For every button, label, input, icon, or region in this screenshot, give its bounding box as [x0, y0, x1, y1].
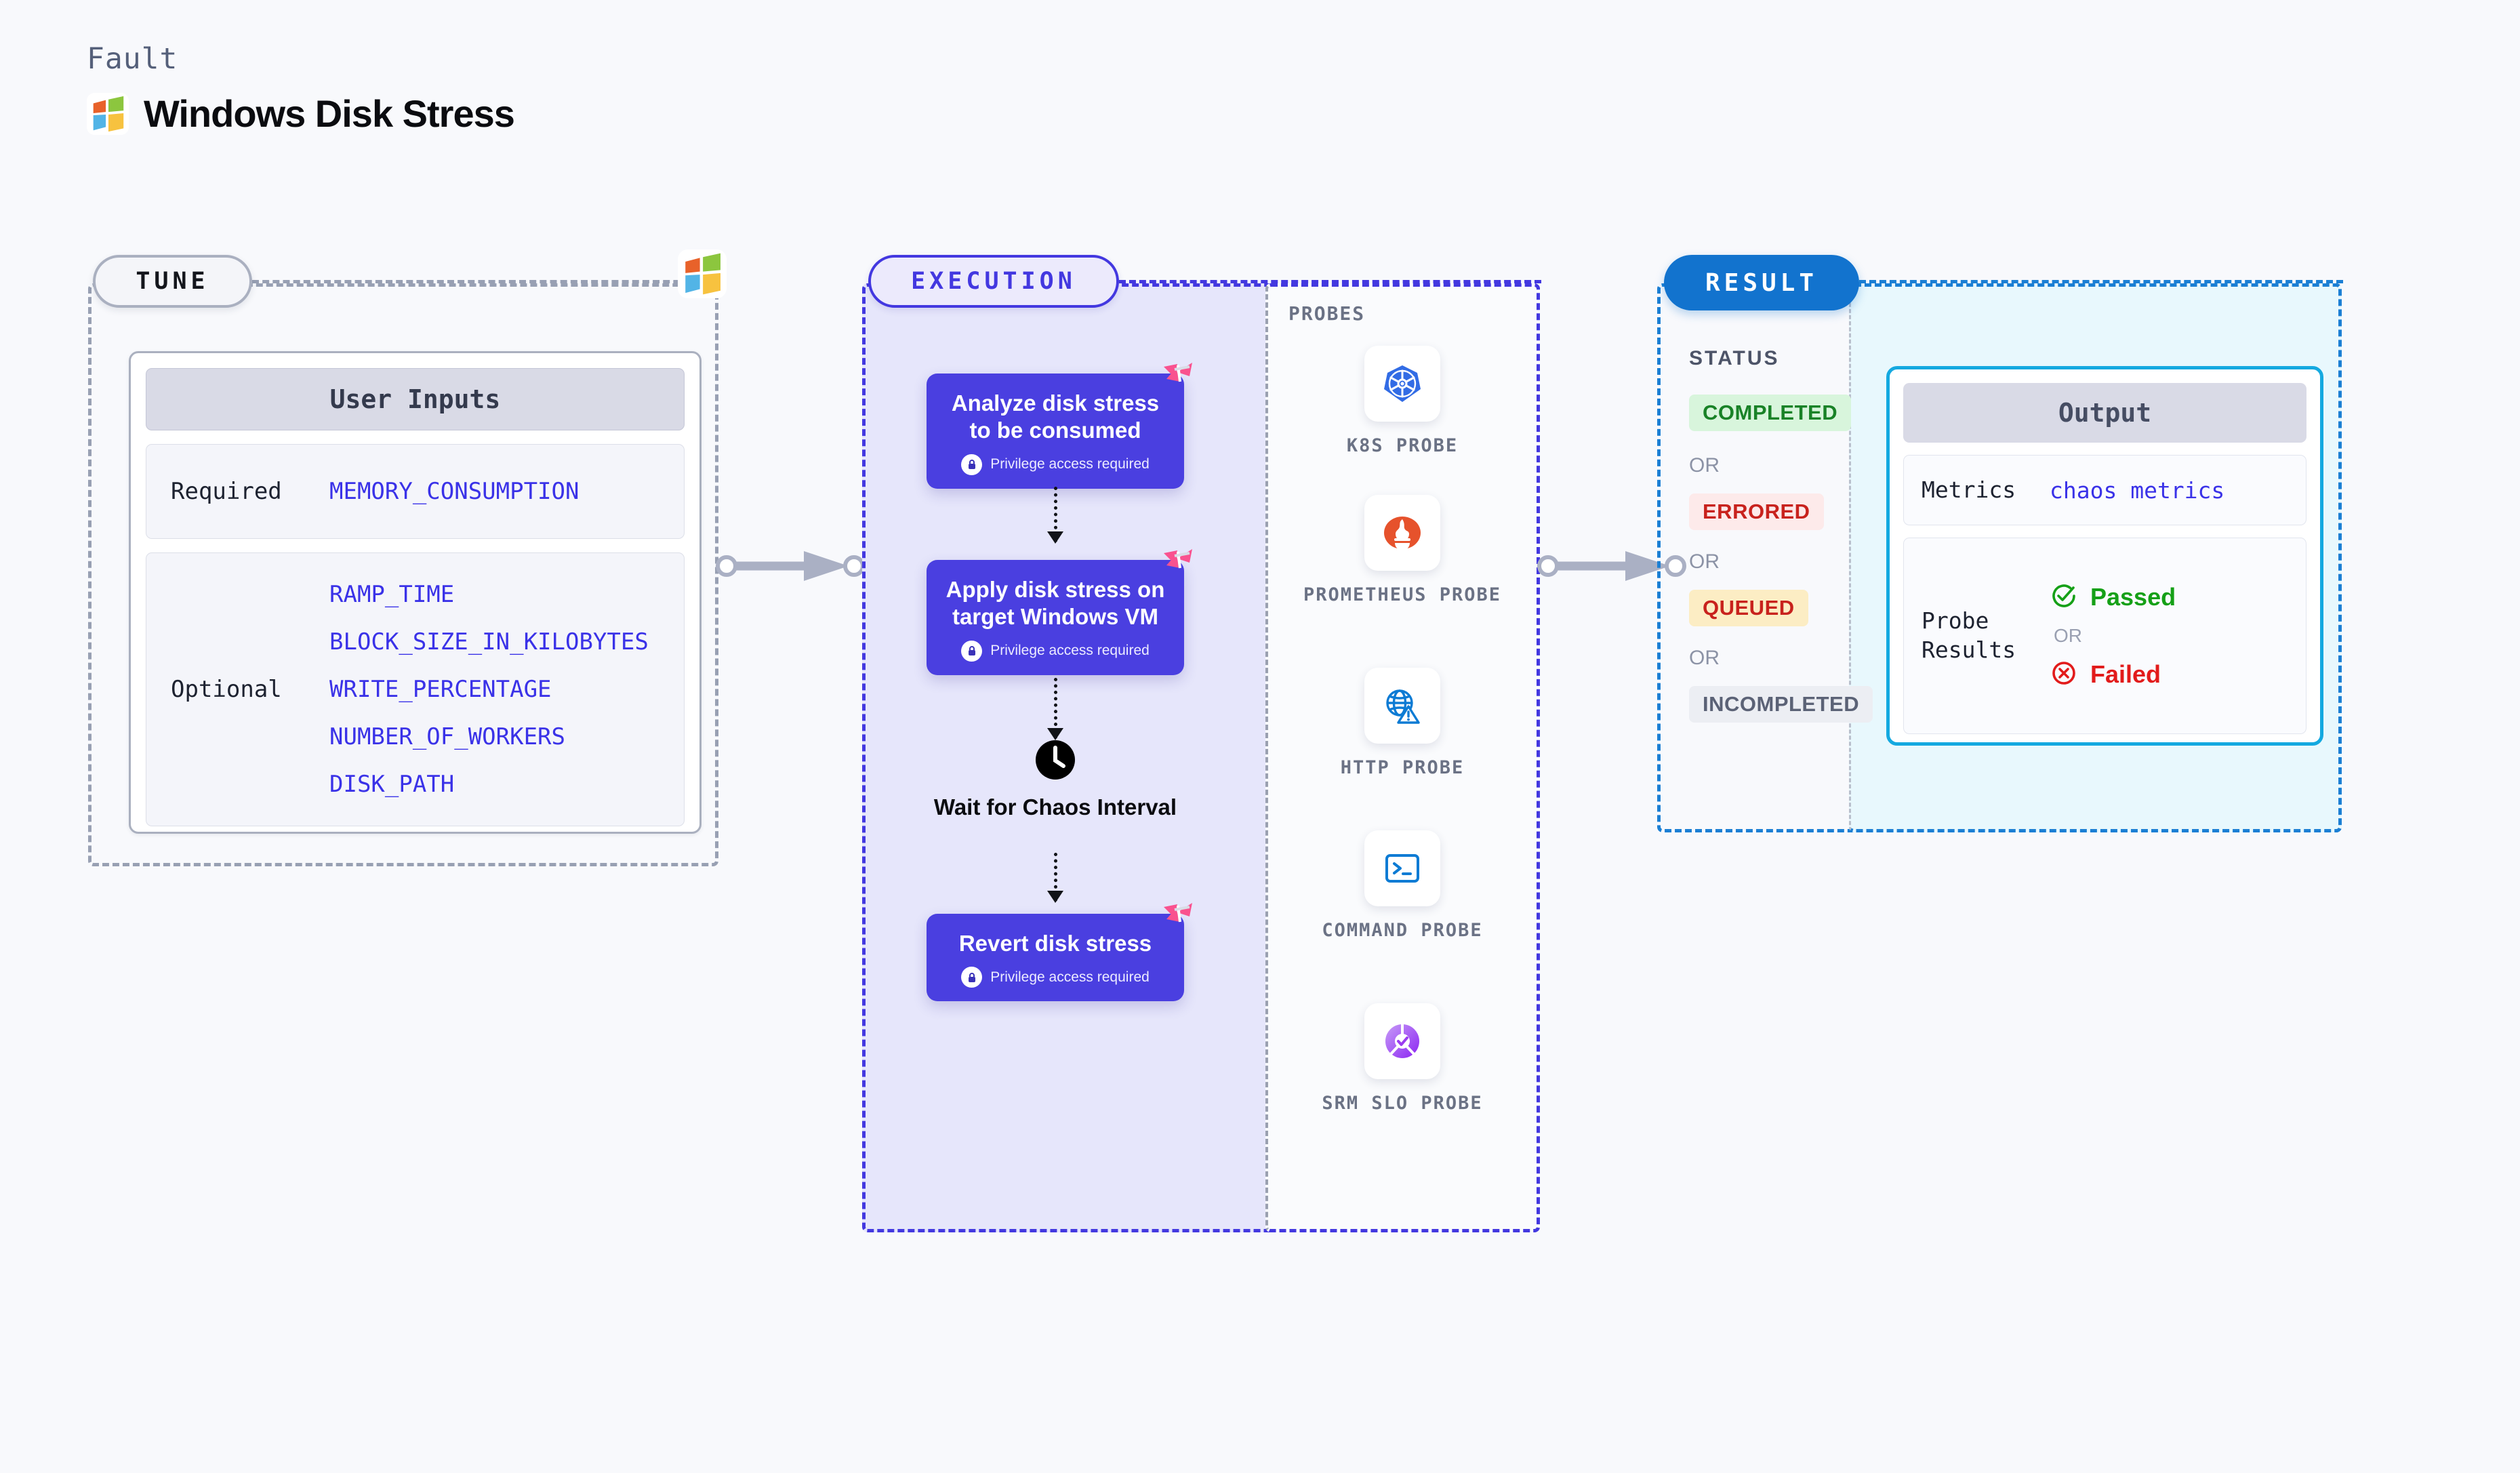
chaos-ribbon-icon	[1160, 899, 1196, 939]
step-title: Apply disk stress on target Windows VM	[946, 577, 1165, 630]
windows-logo-icon	[678, 249, 727, 302]
input-param[interactable]: DISK_PATH	[329, 771, 455, 798]
metrics-label: Metrics	[1922, 476, 2016, 503]
connector-execution-to-result	[1537, 546, 1693, 586]
x-circle-icon	[2050, 659, 2078, 690]
probe-label: SRM SLO PROBE	[1322, 1093, 1483, 1114]
chaos-ribbon-icon	[1160, 545, 1196, 585]
user-inputs-card: User Inputs Required MEMORY_CONSUMPTION …	[129, 351, 702, 834]
probe-item[interactable]: K8S PROBE	[1301, 346, 1504, 458]
page-title-row: Windows Disk Stress	[87, 92, 515, 136]
probe-results-label: Probe Results	[1922, 607, 2016, 663]
step-title: Revert disk stress	[958, 931, 1152, 956]
input-param[interactable]: NUMBER_OF_WORKERS	[329, 723, 565, 750]
output-title: Output	[1903, 383, 2306, 443]
flow-arrow	[1047, 853, 1063, 903]
status-badge: INCOMPLETED	[1689, 686, 1873, 723]
input-param[interactable]: RAMP_TIME	[329, 581, 455, 608]
lock-icon	[961, 967, 983, 988]
probe-item[interactable]: COMMAND PROBE	[1301, 830, 1504, 943]
status-title: STATUS	[1689, 347, 1780, 369]
execution-step[interactable]: Revert disk stress Privilege access requ…	[927, 903, 1192, 1002]
execution-step[interactable]: Apply disk stress on target Windows VM P…	[927, 549, 1192, 675]
step-title: Analyze disk stress to be consumed	[951, 390, 1160, 443]
probe-label: HTTP PROBE	[1340, 757, 1465, 778]
tune-pill[interactable]: TUNE	[93, 255, 252, 308]
http-globe-warning-icon	[1364, 668, 1440, 744]
step-privilege-note: Privilege access required	[961, 640, 1150, 662]
failed-label: Failed	[2090, 660, 2161, 688]
chaos-ribbon-icon	[1160, 359, 1196, 399]
lock-icon	[961, 453, 983, 475]
lock-icon	[961, 640, 983, 662]
required-values: MEMORY_CONSUMPTION	[329, 478, 579, 505]
wait-label: Wait for Chaos Interval	[933, 794, 1177, 820]
metrics-value[interactable]: chaos metrics	[2050, 477, 2225, 504]
kubernetes-icon	[1364, 346, 1440, 422]
or-separator: OR	[1689, 647, 1720, 669]
prometheus-icon	[1364, 495, 1440, 571]
execution-panel-top-dash	[1119, 280, 1541, 283]
status-badge: ERRORED	[1689, 493, 1824, 530]
optional-inputs-row: Optional RAMP_TIME BLOCK_SIZE_IN_KILOBYT…	[146, 552, 685, 826]
user-inputs-title: User Inputs	[146, 368, 685, 430]
clock-icon	[1034, 739, 1076, 784]
flow-arrow	[1047, 678, 1063, 740]
srm-slo-icon	[1364, 1003, 1440, 1079]
input-param[interactable]: MEMORY_CONSUMPTION	[329, 478, 580, 505]
probe-results-values: Passed OR Failed	[2050, 582, 2176, 690]
status-badge: COMPLETED	[1689, 395, 1852, 431]
tune-panel-top-dash	[252, 280, 721, 283]
execution-pill[interactable]: EXECUTION	[868, 255, 1119, 308]
required-label: Required	[171, 478, 282, 505]
step-privilege-note: Privilege access required	[961, 453, 1150, 475]
probe-item[interactable]: PROMETHEUS PROBE	[1301, 495, 1504, 607]
step-privilege-text: Privilege access required	[990, 969, 1150, 985]
or-separator: OR	[1689, 454, 1720, 477]
tune-panel	[88, 283, 718, 866]
flow-arrow	[1047, 487, 1063, 544]
output-metrics-row: Metrics chaos metrics	[1903, 455, 2306, 525]
probe-item[interactable]: HTTP PROBE	[1301, 668, 1504, 780]
probe-label: COMMAND PROBE	[1322, 920, 1483, 941]
optional-values: RAMP_TIME BLOCK_SIZE_IN_KILOBYTES WRITE_…	[329, 581, 649, 798]
probe-item[interactable]: SRM SLO PROBE	[1301, 1003, 1504, 1116]
probe-label: K8S PROBE	[1346, 435, 1459, 456]
input-param[interactable]: BLOCK_SIZE_IN_KILOBYTES	[329, 628, 649, 655]
passed-label: Passed	[2090, 583, 2176, 611]
probe-result-failed: Failed	[2050, 659, 2176, 690]
step-privilege-note: Privilege access required	[961, 967, 1150, 988]
status-badge: QUEUED	[1689, 590, 1808, 626]
result-panel-top-dash	[1859, 280, 2343, 283]
check-circle-icon	[2050, 582, 2078, 613]
connector-tune-to-execution	[716, 546, 872, 586]
step-privilege-text: Privilege access required	[990, 643, 1150, 658]
windows-logo-icon	[87, 92, 129, 135]
page-kicker: Fault	[87, 42, 178, 76]
probes-title: PROBES	[1288, 302, 1366, 325]
wait-node: Wait for Chaos Interval	[927, 739, 1184, 821]
execution-step[interactable]: Analyze disk stress to be consumed Privi…	[927, 363, 1192, 489]
output-probe-results-row: Probe Results Passed OR	[1903, 538, 2306, 734]
required-inputs-row: Required MEMORY_CONSUMPTION	[146, 444, 685, 539]
step-privilege-text: Privilege access required	[990, 456, 1150, 472]
optional-label: Optional	[171, 676, 282, 703]
or-separator: OR	[1689, 550, 1720, 573]
probe-label: PROMETHEUS PROBE	[1303, 584, 1502, 605]
result-pill[interactable]: RESULT	[1664, 255, 1859, 310]
input-param[interactable]: WRITE_PERCENTAGE	[329, 676, 552, 703]
or-separator: OR	[2054, 625, 2082, 646]
output-card: Output Metrics chaos metrics Probe Resul…	[1886, 366, 2323, 746]
page-title: Windows Disk Stress	[144, 92, 515, 135]
probe-result-passed: Passed	[2050, 582, 2176, 613]
terminal-icon	[1364, 830, 1440, 906]
